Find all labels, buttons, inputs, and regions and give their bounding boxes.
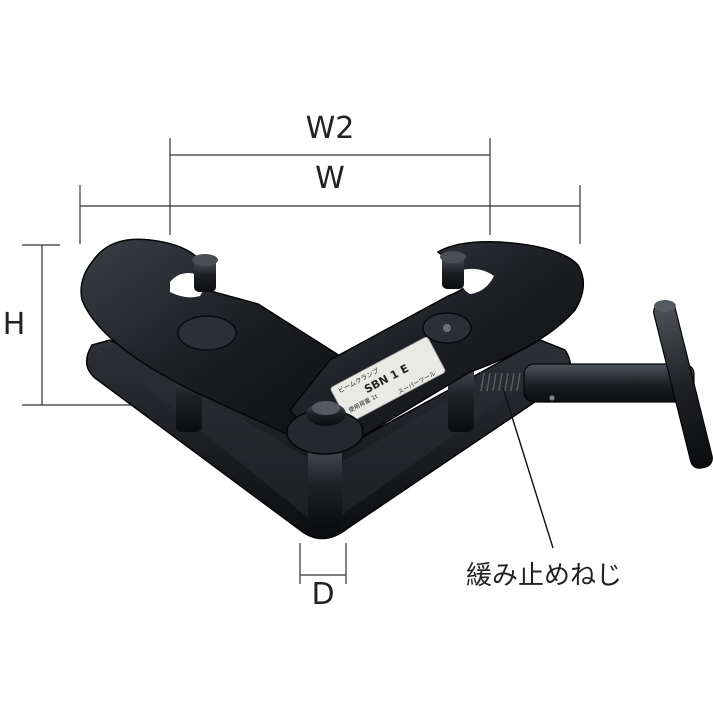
dimension-d: D — [299, 543, 347, 612]
d-label: D — [311, 577, 334, 612]
h-label: H — [3, 307, 26, 342]
right-jaw-disc-center — [443, 324, 451, 332]
pin-left — [192, 254, 218, 292]
right-jaw-slot — [461, 268, 494, 294]
center-nut — [286, 401, 364, 455]
callout-label: 緩み止めねじ — [466, 561, 622, 591]
dimension-w: W — [79, 161, 581, 244]
nameplate: ビームクランプ SBN 1 E 使用荷重 1t スーパーツール — [330, 337, 446, 423]
callout-leader — [502, 387, 554, 549]
beam-clamp: ビームクランプ SBN 1 E 使用荷重 1t スーパーツール — [80, 238, 713, 540]
w2-label: W2 — [306, 111, 355, 146]
post-center — [308, 440, 342, 528]
callout-screw: 緩み止めねじ — [466, 387, 622, 591]
screw-thread — [480, 372, 526, 392]
screw-sleeve-dot — [549, 395, 555, 401]
screw-thread-lines — [480, 372, 521, 392]
pin-right — [440, 251, 466, 289]
t-handle-top-cap — [654, 300, 676, 312]
left-jaw-disc — [177, 315, 237, 351]
w-label: W — [315, 161, 345, 196]
loosening-screw — [480, 300, 713, 469]
dimension-w2: W2 — [169, 111, 491, 235]
